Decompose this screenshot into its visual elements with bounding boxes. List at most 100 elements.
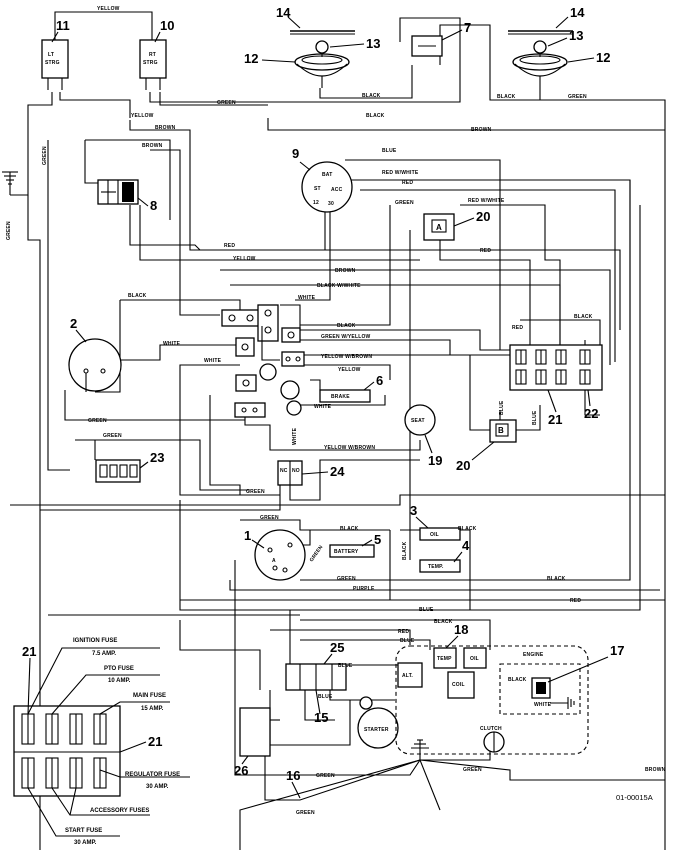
callout-6: 6 <box>376 373 383 388</box>
callout-4: 4 <box>462 538 470 553</box>
svg-text:RED: RED <box>480 248 491 254</box>
callout-13-right: 13 <box>569 28 583 43</box>
svg-text:WHITE: WHITE <box>204 358 222 364</box>
svg-text:GREEN: GREEN <box>103 433 122 439</box>
svg-text:BAT: BAT <box>322 172 333 178</box>
svg-text:STARTER: STARTER <box>364 727 389 733</box>
ignition-fuse-label: IGNITION FUSE <box>73 638 117 644</box>
regulator-fuse-label: REGULATOR FUSE <box>125 772 180 778</box>
relay-a: A <box>423 213 455 241</box>
connector-23 <box>95 459 141 483</box>
svg-text:BLUE: BLUE <box>338 663 353 669</box>
engine-block: ENGINE ALT. TEMP OIL COIL CLUTCH <box>395 645 589 755</box>
svg-text:BLUE: BLUE <box>499 400 505 415</box>
component-26 <box>239 707 280 757</box>
svg-text:WHITE: WHITE <box>534 702 552 708</box>
svg-text:GREEN: GREEN <box>337 576 356 582</box>
svg-text:CLUTCH: CLUTCH <box>480 726 502 732</box>
svg-text:30: 30 <box>328 201 334 207</box>
ground-symbol-engine <box>411 739 429 760</box>
svg-text:GREEN: GREEN <box>316 773 335 779</box>
callout-15: 15 <box>314 710 328 725</box>
svg-text:YELLOW W/BROWN: YELLOW W/BROWN <box>321 354 372 360</box>
svg-text:BLACK: BLACK <box>340 526 359 532</box>
svg-text:BROWN: BROWN <box>645 767 666 773</box>
svg-text:12: 12 <box>313 200 319 206</box>
svg-text:TEMP.: TEMP. <box>428 564 444 570</box>
callout-9: 9 <box>292 146 299 161</box>
svg-text:NO: NO <box>292 468 300 474</box>
callout-11: 11 <box>56 18 70 33</box>
svg-text:BLACK: BLACK <box>362 93 381 99</box>
svg-text:ACC: ACC <box>331 187 343 193</box>
svg-text:B: B <box>498 426 504 435</box>
callout-17: 17 <box>610 643 624 658</box>
svg-text:GREEN: GREEN <box>309 544 325 563</box>
connector-25 <box>285 663 347 691</box>
svg-text:BROWN: BROWN <box>155 125 176 131</box>
svg-text:BRAKE: BRAKE <box>331 394 350 400</box>
callout-22: 22 <box>584 406 598 421</box>
lt-strg-label: STRG <box>45 60 60 66</box>
svg-text:BLACK: BLACK <box>402 541 408 560</box>
left-headlight <box>290 30 355 88</box>
svg-text:TEMP: TEMP <box>437 656 452 662</box>
svg-text:BLACK: BLACK <box>434 619 453 625</box>
svg-text:RED W/WHITE: RED W/WHITE <box>382 170 419 176</box>
lt-label: LT <box>48 52 54 58</box>
oil-sender: OIL <box>419 527 461 541</box>
callout-12-left: 12 <box>244 51 258 66</box>
svg-text:RED W/WHITE: RED W/WHITE <box>468 198 505 204</box>
regulator-fuse-amp: 30 AMP. <box>146 784 169 790</box>
interlock-module <box>221 304 305 418</box>
switch-nc-no: NC NO <box>277 460 303 486</box>
svg-text:BLACK: BLACK <box>337 323 356 329</box>
svg-text:YELLOW: YELLOW <box>97 6 120 12</box>
callout-14-right: 14 <box>570 5 585 20</box>
svg-text:PURPLE: PURPLE <box>353 586 375 592</box>
svg-text:GREEN: GREEN <box>88 418 107 424</box>
callout-14-left: 14 <box>276 5 291 20</box>
svg-text:BLUE: BLUE <box>318 694 333 700</box>
right-steering-switch: RT STRG <box>139 39 167 90</box>
pto-fuse-amp: 10 AMP. <box>108 678 131 684</box>
svg-text:RED: RED <box>402 180 413 186</box>
svg-text:A: A <box>272 558 276 564</box>
svg-text:GREEN: GREEN <box>6 221 12 240</box>
light-switch <box>411 35 443 57</box>
seat-switch: SEAT <box>404 404 436 436</box>
svg-text:BLACK: BLACK <box>497 94 516 100</box>
fuse-block-left <box>13 647 190 837</box>
callout-24: 24 <box>330 464 345 479</box>
fuse-block-right <box>509 344 603 391</box>
pto-fuse-label: PTO FUSE <box>104 666 134 672</box>
svg-text:ALT.: ALT. <box>402 673 413 679</box>
accessory-fuses-label: ACCESSORY FUSES <box>90 808 149 814</box>
callout-3: 3 <box>410 503 417 518</box>
main-fuse-label: MAIN FUSE <box>133 693 166 699</box>
svg-text:WHITE: WHITE <box>298 295 316 301</box>
svg-text:WHITE: WHITE <box>163 341 181 347</box>
svg-text:BLUE: BLUE <box>532 410 538 425</box>
callout-8: 8 <box>150 198 157 213</box>
callout-21-fuse-top: 21 <box>22 644 36 659</box>
callout-16: 16 <box>286 768 300 783</box>
svg-text:BLACK: BLACK <box>366 113 385 119</box>
svg-text:RED: RED <box>398 629 409 635</box>
right-headlight <box>508 30 573 88</box>
svg-text:GREEN: GREEN <box>246 489 265 495</box>
callout-26: 26 <box>234 763 248 778</box>
svg-text:GREEN: GREEN <box>42 146 48 165</box>
svg-text:SEAT: SEAT <box>411 418 425 424</box>
starter-motor: STARTER <box>357 696 399 749</box>
svg-text:WHITE: WHITE <box>292 427 298 445</box>
svg-text:ENGINE: ENGINE <box>523 652 544 658</box>
main-fuse-amp: 15 AMP. <box>141 706 164 712</box>
callout-23: 23 <box>150 450 164 465</box>
svg-text:GREEN: GREEN <box>568 94 587 100</box>
callout-21-right: 21 <box>548 412 562 427</box>
callout-19: 19 <box>428 453 442 468</box>
callout-13-left: 13 <box>366 36 380 51</box>
svg-text:OIL: OIL <box>470 656 479 662</box>
